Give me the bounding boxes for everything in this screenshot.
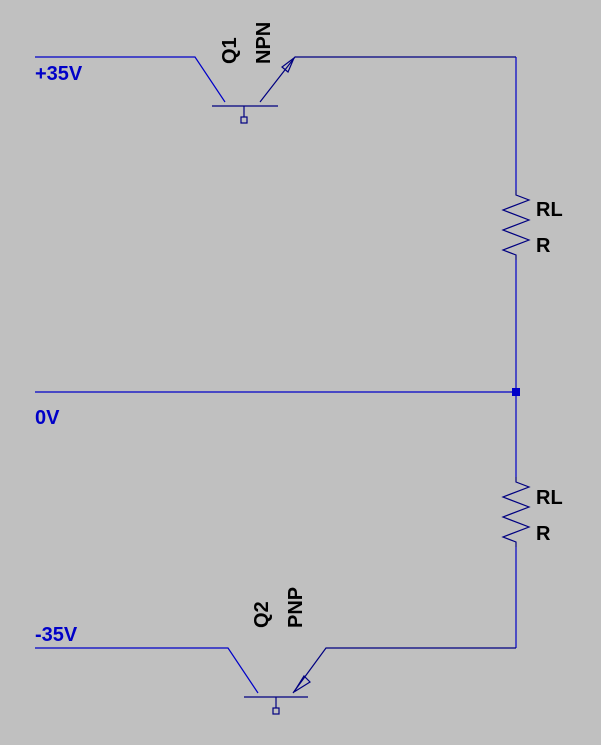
transistor-q2: Q2 PNP (244, 587, 516, 715)
rl-bottom-value-label: R (536, 523, 551, 545)
positive-rail: +35V (35, 56, 226, 103)
q1-base-pin (240, 116, 248, 124)
negative-rail: -35V (35, 624, 259, 694)
rl-bottom-ref-label: RL (536, 487, 563, 509)
q2-ref-label: Q2 (251, 601, 273, 628)
rl-top-value-label: R (536, 235, 551, 257)
ground-rail: 0V (35, 388, 520, 429)
q2-emitter-arrow-icon (293, 675, 311, 693)
resistor-rl-top: RL R (501, 57, 563, 392)
q1-ref-label: Q1 (219, 37, 241, 64)
resistor-rl-bottom: RL R (501, 392, 563, 648)
q1-emitter-arrow-icon (281, 56, 296, 73)
q2-type-label: PNP (285, 587, 307, 628)
net-label-negative: -35V (35, 624, 78, 646)
rl-top-ref-label: RL (536, 199, 563, 221)
q1-type-label: NPN (253, 22, 275, 64)
net-label-positive: +35V (35, 63, 83, 85)
q2-base-pin (272, 707, 280, 715)
transistor-q1: Q1 NPN (212, 22, 516, 124)
net-label-ground: 0V (35, 407, 60, 429)
